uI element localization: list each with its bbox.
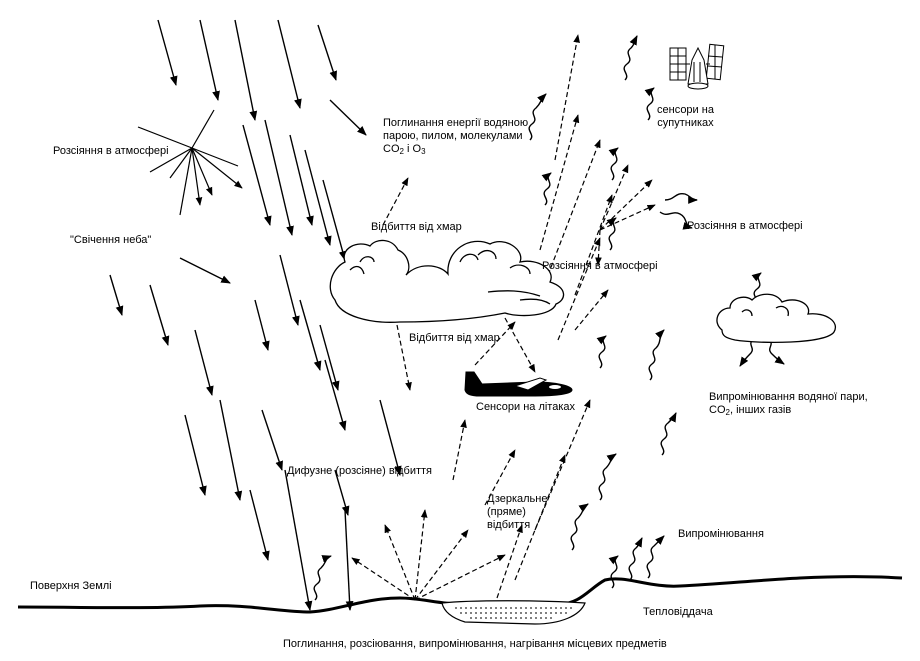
scattering-right-label: Розсіяння в атмосфері (687, 220, 803, 232)
o3-text: і O (403, 143, 422, 155)
gas-rest-text: , інших газів (729, 404, 792, 416)
heat-transfer-label: Тепловіддача (643, 606, 713, 618)
co2-subscript: 2 (399, 147, 404, 156)
scattering-center-label: Розсіяння в атмосфері (542, 260, 658, 272)
reflection-arrows (351, 34, 656, 601)
absorption-line-1: Поглинання енергії водяною (383, 117, 529, 129)
absorption-label: Поглинання енергії водяною парою, пилом,… (383, 117, 528, 156)
o3-subscript: 3 (421, 147, 426, 156)
emission-label: Випромінювання (678, 528, 764, 540)
cloud-reflection-bottom-label: Відбиття від хмар (409, 332, 500, 344)
satellite-sensors-label: сенсори на супутниках (657, 104, 714, 129)
co2-text: CO (383, 143, 400, 155)
absorption-line-2: парою, пилом, молекулами (383, 130, 523, 142)
incoming-radiation-arrows (109, 19, 402, 611)
gas-emission-arrows (739, 339, 785, 367)
aircraft-sensors-label: Сенсори на літаках (476, 401, 576, 413)
diffuse-reflection-label: Дифузне (розсіяне) відбиття (287, 465, 433, 477)
gas-emission-line-1: Випромінювання водяної пари, (709, 391, 868, 403)
small-cloud-icon (716, 293, 836, 344)
absorption-line-3: CO2 і O3 (383, 143, 528, 156)
scattering-starburst (137, 109, 243, 216)
gas-co2-subscript: 2 (725, 408, 730, 417)
gas-emission-line-2: CO2, інших газів (709, 404, 868, 417)
sky-glow-label: "Свічення неба" (70, 234, 152, 246)
gas-emission-label: Випромінювання водяної пари, CO2, інших … (709, 391, 868, 417)
satellite-icon (669, 43, 725, 90)
scattering-left-label: Розсіяння в атмосфері (53, 145, 169, 157)
large-cloud-icon (329, 239, 565, 323)
earth-surface (17, 575, 903, 625)
earth-surface-label: Поверхня Землі (30, 580, 112, 592)
airplane-icon (464, 371, 573, 397)
specular-reflection-label: Дзеркальне (пряме) відбиття (487, 493, 548, 531)
emission-arrows (313, 35, 762, 601)
bottom-caption: Поглинання, розсіювання, випромінювання,… (283, 638, 667, 650)
gas-co2-text: CO (709, 404, 726, 416)
cloud-reflection-top-label: Відбиття від хмар (371, 221, 462, 233)
